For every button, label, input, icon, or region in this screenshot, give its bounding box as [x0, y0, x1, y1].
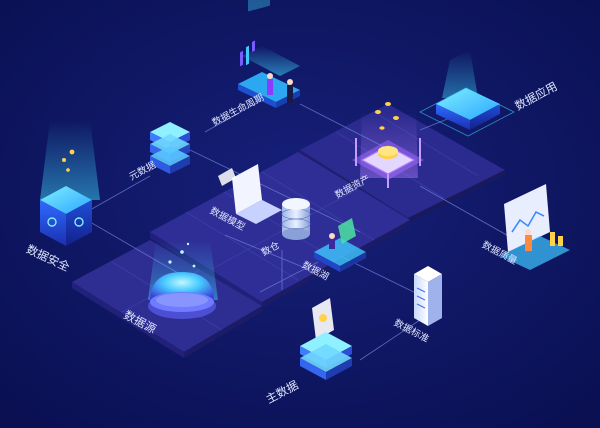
lock-icon	[47, 217, 57, 227]
dashboard-screen	[504, 184, 550, 252]
platform-middle	[150, 152, 410, 302]
server-icon	[414, 274, 428, 326]
node-data-assets: 数据资产	[333, 102, 424, 201]
node-data-warehouse: 数仓	[259, 198, 311, 259]
laptop-screen	[232, 164, 262, 214]
node-data-source: 数据源	[121, 240, 218, 337]
